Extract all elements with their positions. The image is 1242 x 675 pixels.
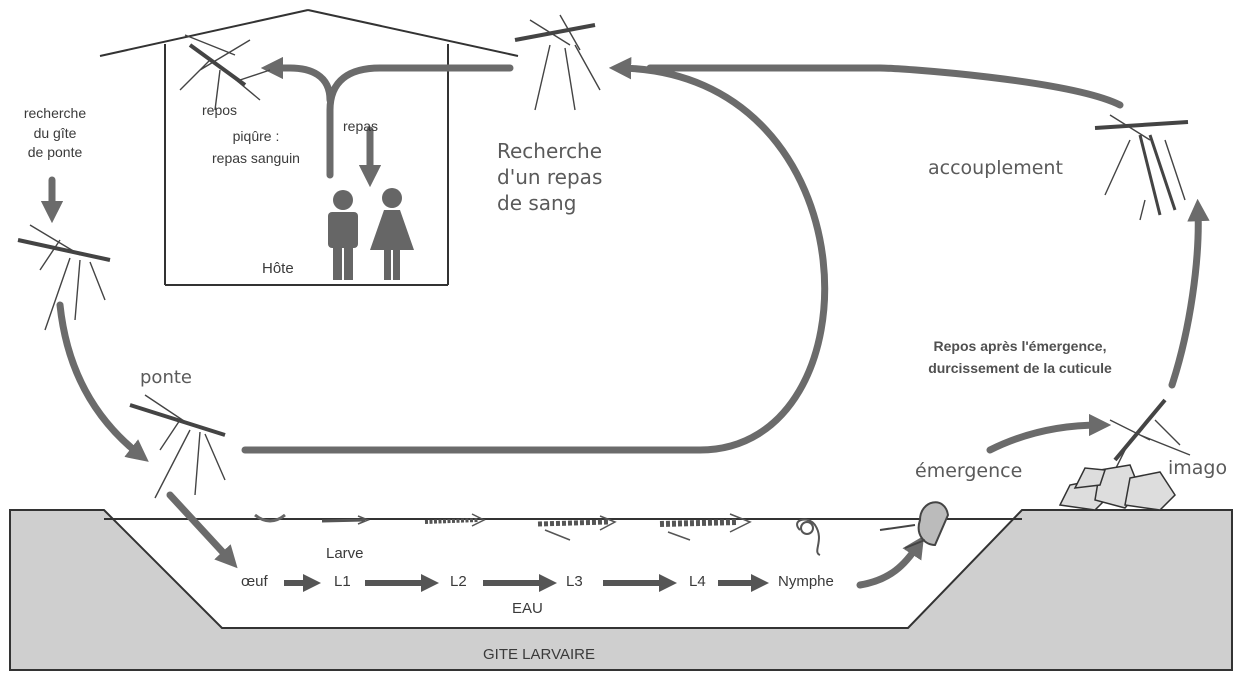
mating-label: accouplement — [928, 157, 1063, 179]
breeding-site-label: GITE LARVAIRE — [483, 646, 595, 663]
arrow-nymph-to-emergence — [856, 535, 925, 589]
larva-l3-icon — [537, 515, 617, 541]
search-laying-site-line-1: recherche — [23, 105, 87, 121]
rest-after-emergence-line-1: Repos après l'émergence, — [933, 338, 1107, 354]
larva-title: Larve — [326, 545, 364, 562]
emerging-adult-icon — [879, 501, 950, 549]
host-man-icon — [328, 190, 358, 280]
arrow-rest-to-mating — [1168, 198, 1210, 389]
search-laying-site-label: recherche du gîte de ponte — [10, 104, 100, 163]
arrow-emergence-to-rest — [986, 413, 1112, 454]
stage-l3: L3 — [566, 573, 583, 590]
resting-label: repos — [202, 102, 238, 118]
mosquito-resting-icon — [179, 34, 271, 111]
search-laying-site-line-2: du gîte — [33, 124, 77, 141]
search-blood-meal-line-1: Recherche — [497, 139, 603, 163]
search-laying-site-line-3: de ponte — [27, 144, 83, 161]
stage-l2: L2 — [450, 573, 467, 590]
stage-l4: L4 — [689, 573, 706, 590]
search-blood-meal-line-2: d'un repas — [497, 165, 603, 189]
rest-after-emergence-label: Repos après l'émergence, durcissement de… — [880, 336, 1160, 379]
mosquito-mating-icon — [1094, 114, 1189, 221]
stage-egg: œuf — [241, 573, 268, 590]
arrow-to-resting — [260, 56, 334, 104]
stones-icon — [1058, 464, 1176, 511]
meal-label: repas — [343, 118, 379, 134]
stage-nymph: Nymphe — [778, 573, 834, 590]
mosquito-adult-icon — [1109, 398, 1191, 481]
larva-l4-icon — [659, 513, 752, 541]
mosquito-laying-site-icon — [17, 224, 111, 331]
host-woman-icon — [370, 188, 414, 280]
search-blood-meal-label: Recherche d'un repas de sang — [497, 138, 602, 216]
water-label: EAU — [512, 600, 543, 617]
pupa-icon — [796, 518, 821, 556]
host-house — [99, 9, 519, 286]
stage-l1: L1 — [334, 573, 351, 590]
ground-basin — [9, 509, 1233, 671]
arrow-loop-to-blood-meal — [241, 56, 829, 454]
rest-after-emergence-line-2: durcissement de la cuticule — [928, 359, 1112, 376]
host-label: Hôte — [262, 260, 294, 277]
larva-l1-icon — [321, 515, 371, 525]
mosquito-laying-icon — [129, 394, 226, 499]
adult-label: imago — [1168, 457, 1228, 479]
emergence-label: émergence — [915, 460, 1023, 482]
egg-raft-icon — [254, 513, 286, 523]
bite-label: piqûre : — [232, 128, 280, 144]
larva-l2-icon — [424, 513, 486, 527]
mosquito-search-icon — [514, 14, 601, 111]
arrow-to-egg-laying — [56, 301, 149, 462]
arrow-egg-laying-to-water — [166, 491, 238, 569]
arrow-into-host — [326, 64, 514, 179]
egg-laying-label: ponte — [140, 367, 192, 388]
arrow-mating-to-search — [646, 64, 1124, 109]
blood-meal-label: repas sanguin — [212, 150, 300, 166]
search-blood-meal-line-3: de sang — [497, 191, 577, 215]
